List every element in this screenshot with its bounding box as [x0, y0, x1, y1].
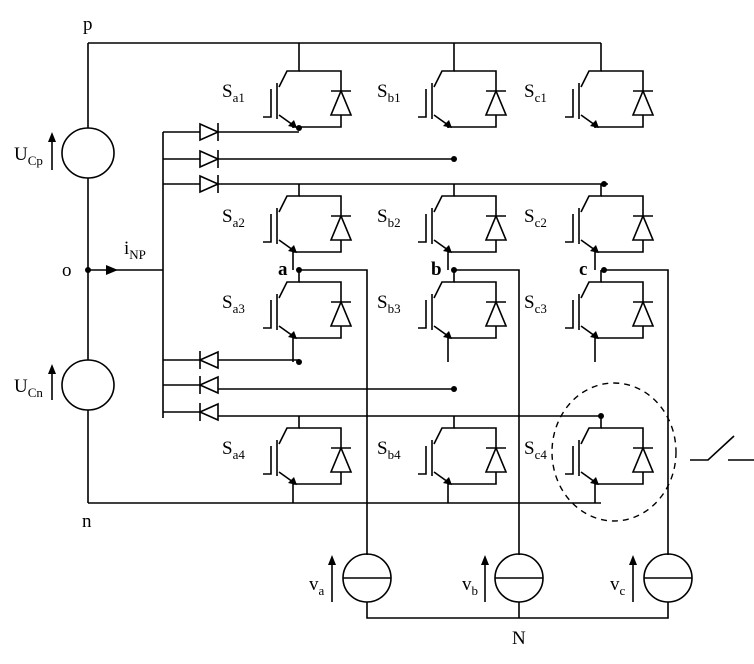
dc-source-lower-label: UCn: [14, 376, 43, 400]
switch-label-a4: Sa4: [222, 438, 245, 462]
grid-neutral-label: N: [512, 628, 526, 649]
switch-sc4: [565, 416, 655, 503]
phase-node-a-label: a: [278, 259, 288, 280]
junction-dots: [296, 125, 607, 419]
labels: p o n N UCp UCn iNP a b c va vb vc: [14, 14, 626, 649]
switch-label-c2: Sc2: [524, 206, 547, 230]
clamp-diode-b-upper: [199, 149, 454, 169]
switch-label-c3: Sc3: [524, 292, 547, 316]
dc-source-lower: [48, 359, 115, 411]
switch-label-a2: Sa2: [222, 206, 245, 230]
switch-label-b1: Sb1: [377, 81, 401, 105]
neutral-point-label: o: [62, 260, 72, 281]
clamp-diode-a-lower: [198, 350, 299, 370]
fault-highlight-circle: [551, 382, 677, 522]
phase-node-b-label: b: [431, 259, 442, 280]
switch-layer: [263, 43, 655, 503]
clamp-diode-a-upper: [199, 122, 299, 142]
switch-label-b4: Sb4: [377, 438, 401, 462]
switch-sb3: [418, 270, 508, 362]
switch-sa3: [263, 270, 353, 362]
clamp-diode-c-upper: [199, 174, 608, 194]
switch-label-a3: Sa3: [222, 292, 245, 316]
switch-sa4: [263, 416, 353, 503]
switch-label-b3: Sb3: [377, 292, 401, 316]
positive-rail-label: p: [83, 14, 93, 35]
switch-label-b2: Sb2: [377, 206, 401, 230]
switch-sc1: [565, 43, 655, 128]
ac-sources: [328, 553, 693, 603]
switch-sc2: [565, 184, 655, 270]
ac-source-a-label: va: [309, 574, 325, 598]
switch-label-c1: Sc1: [524, 81, 547, 105]
clamp-diode-b-lower: [198, 375, 454, 395]
ac-source-b-label: vb: [462, 574, 478, 598]
clamp-diode-bus: [162, 131, 200, 418]
neutral-node-dot: [85, 267, 91, 273]
neutral-current-label: iNP: [124, 238, 146, 262]
clamp-diodes: [198, 122, 608, 422]
open-switch-symbol: [690, 435, 754, 461]
switch-sc3: [565, 270, 655, 362]
clamp-diode-c-lower: [198, 402, 601, 422]
negative-rail-label: n: [82, 511, 92, 532]
phase-node-c-label: c: [579, 259, 587, 280]
ac-source-b: [481, 553, 544, 603]
switch-sb2: [418, 184, 508, 270]
switch-sa1: [263, 43, 353, 128]
dc-source-upper-label: UCp: [14, 144, 43, 168]
switch-sb1: [418, 43, 508, 128]
switch-sa2: [263, 184, 353, 270]
ac-source-c: [629, 553, 693, 603]
ac-source-a: [328, 553, 392, 603]
switch-label-a1: Sa1: [222, 81, 245, 105]
switch-label-c4: Sc4: [524, 438, 547, 462]
dc-bus-wiring: [85, 42, 601, 504]
phase-output-wiring: [299, 269, 669, 619]
neutral-current-arrow: [106, 265, 118, 275]
ac-source-c-label: vc: [610, 574, 626, 598]
switch-sb4: [418, 416, 508, 503]
dc-source-upper: [48, 127, 115, 179]
